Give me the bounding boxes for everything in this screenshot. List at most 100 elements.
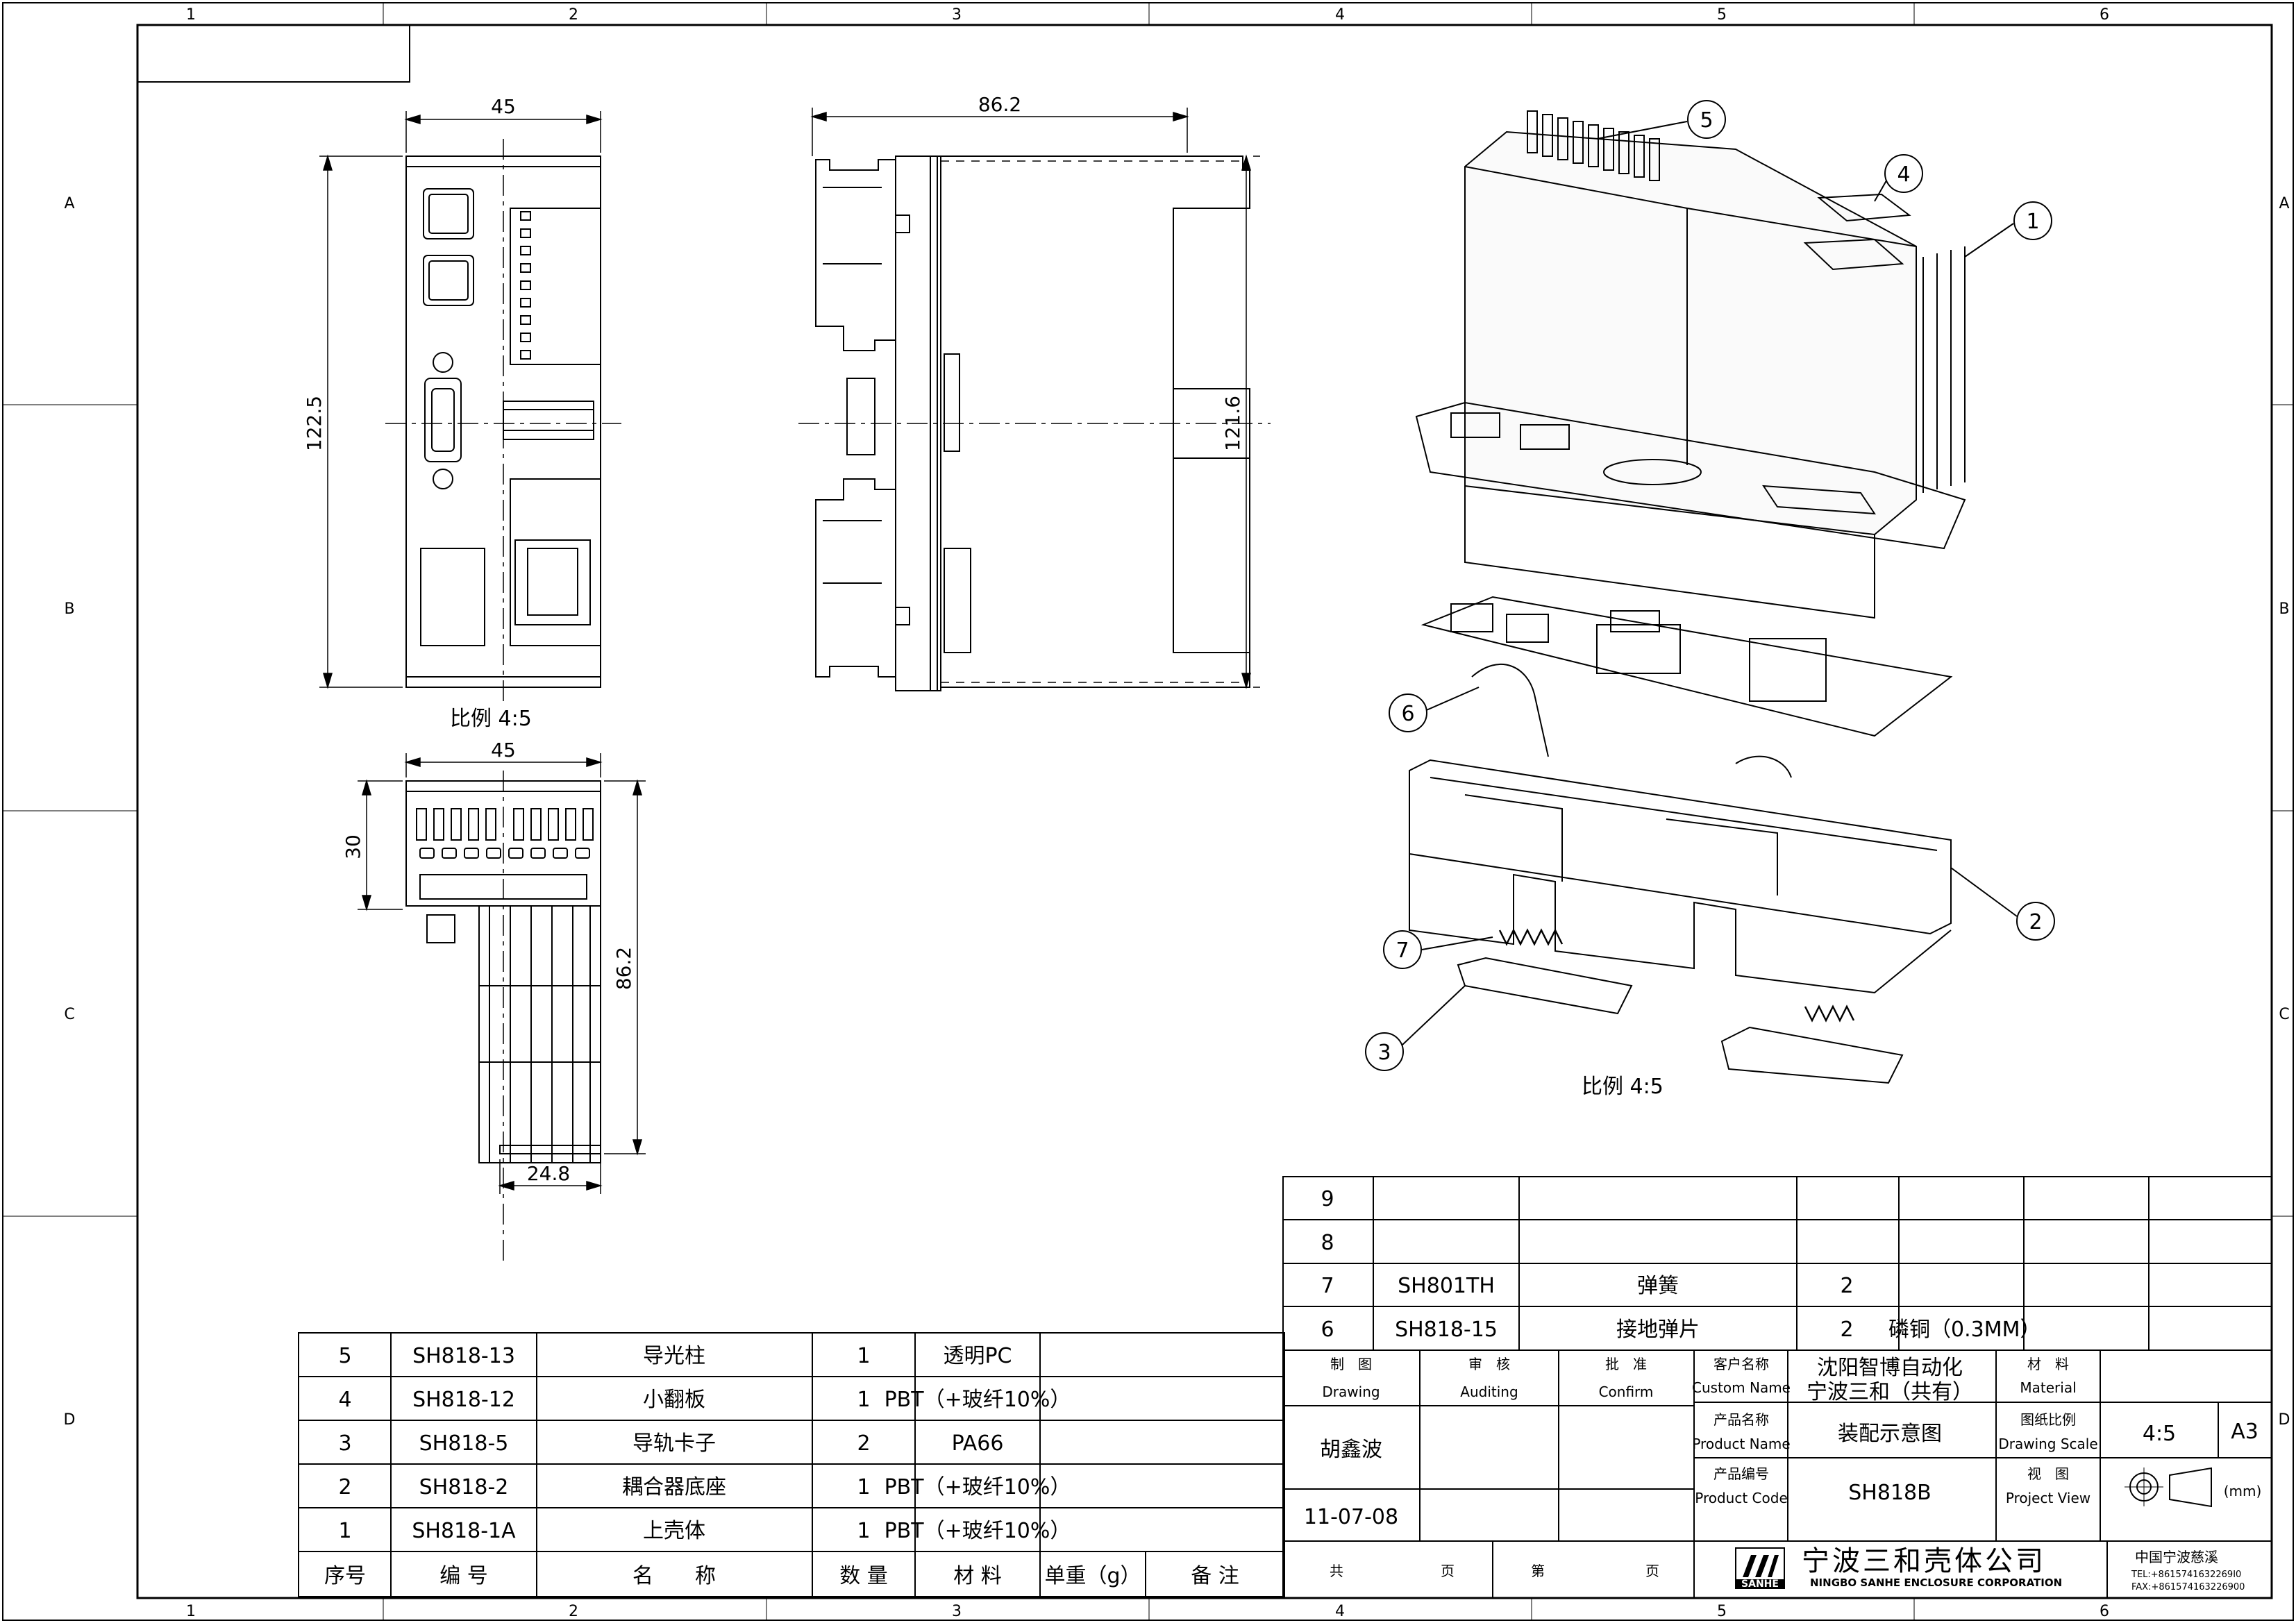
bom-r-no-9: 9	[1321, 1187, 1334, 1211]
top-dim-height: 30	[342, 834, 364, 859]
tb-code-value: SH818B	[1848, 1481, 1931, 1505]
bom-r-qty-6: 2	[1840, 1318, 1853, 1342]
tb-sheet-size: A3	[2231, 1420, 2259, 1444]
company-name-cn: 宁波三和壳体公司	[1802, 1545, 2046, 1577]
tb-scale-en: Drawing Scale	[1998, 1436, 2097, 1452]
border-row-labels: A B C D A B C D	[64, 195, 2290, 1429]
bom-header-qty: 数 量	[839, 1564, 888, 1588]
title-block-labels: 制 图 Drawing 审 核 Auditing 批 准 Confirm 胡鑫波…	[1304, 1356, 2261, 1579]
side-view-dimensions	[810, 108, 1260, 689]
company-location: 中国宁波慈溪	[2135, 1549, 2218, 1565]
front-view-dimensions	[319, 111, 603, 689]
top-dim-bottom: 24.8	[527, 1162, 570, 1185]
balloon-7-label: 7	[1396, 939, 1409, 963]
balloon-3-label: 3	[1377, 1041, 1391, 1065]
row-label-d-right: D	[2279, 1411, 2290, 1429]
col-label-6-bottom: 6	[2100, 1603, 2109, 1620]
balloon-3	[1365, 1032, 1404, 1071]
bom-r-no-6: 6	[1321, 1318, 1334, 1342]
bom-header-weight: 单重（g）	[1044, 1564, 1141, 1588]
top-view-dimensions	[358, 753, 646, 1194]
bom-left-rows: 5 SH818-13 导光柱 1 透明PC 4 SH818-12 小翻板 1 P…	[324, 1344, 1239, 1588]
tb-drawer: 胡鑫波	[1320, 1438, 1382, 1462]
col-label-3-bottom: 3	[952, 1603, 962, 1620]
tb-confirm-cn: 批 准	[1605, 1356, 1647, 1372]
row-label-b-right: B	[2279, 600, 2289, 618]
bom-r-material-6: 磷铜（0.3MM）	[1888, 1318, 2041, 1342]
tb-auditing-en: Auditing	[1460, 1384, 1518, 1400]
bom-l-no-4: 4	[338, 1388, 351, 1412]
front-view	[385, 139, 621, 701]
col-label-4-bottom: 4	[1335, 1603, 1345, 1620]
front-scale-label: 比例 4:5	[450, 707, 532, 731]
bom-l-code-4: SH818-12	[412, 1388, 515, 1412]
title-block	[1282, 1349, 2272, 1599]
tb-code-en: Product Code	[1695, 1490, 1788, 1506]
tb-product-value: 装配示意图	[1838, 1422, 1942, 1446]
tb-auditing-cn: 审 核	[1468, 1356, 1510, 1372]
tb-customer-en: Custom Name	[1692, 1379, 1791, 1396]
col-label-4: 4	[1335, 6, 1345, 24]
bom-l-material-3: PA66	[952, 1431, 1004, 1456]
bom-l-no-1: 1	[338, 1519, 351, 1543]
row-label-d: D	[64, 1411, 76, 1429]
bom-header-no: 序号	[324, 1564, 366, 1588]
balloon-6-label: 6	[1401, 702, 1414, 726]
bom-header-name: 名 称	[632, 1564, 716, 1588]
bom-r-name-6: 接地弹片	[1616, 1318, 1700, 1342]
top-view	[405, 771, 601, 1263]
col-label-1: 1	[186, 6, 196, 24]
balloon-5	[1687, 100, 1726, 139]
bom-l-name-4: 小翻板	[643, 1388, 705, 1412]
bom-header-material: 材 料	[953, 1564, 1002, 1588]
company-fax: FAX:+861574163226900	[2131, 1582, 2245, 1592]
tb-scale-cn: 图纸比例	[2020, 1411, 2076, 1428]
row-label-a: A	[64, 195, 74, 212]
bom-l-code-2: SH818-2	[419, 1475, 509, 1499]
exploded-scale-label: 比例 4:5	[1582, 1075, 1664, 1099]
tb-drawing-cn: 制 图	[1330, 1356, 1372, 1372]
bom-l-name-2: 耦合器底座	[622, 1475, 726, 1499]
bom-r-no-8: 8	[1321, 1231, 1334, 1255]
bom-l-qty-5: 1	[857, 1344, 870, 1368]
balloon-callouts	[1365, 100, 2055, 1071]
tb-date: 11-07-08	[1304, 1505, 1398, 1529]
bom-l-code-1: SH818-1A	[412, 1519, 516, 1543]
sanhe-logo-icon: SANHE	[1735, 1547, 1785, 1590]
tb-drawing-en: Drawing	[1322, 1384, 1380, 1400]
tb-scale-value: 4:5	[2143, 1422, 2176, 1446]
col-label-5: 5	[1717, 6, 1727, 24]
col-label-2-bottom: 2	[569, 1603, 578, 1620]
bom-l-qty-4: 1	[857, 1388, 870, 1412]
tb-confirm-en: Confirm	[1599, 1384, 1654, 1400]
col-label-1-bottom: 1	[186, 1603, 196, 1620]
row-label-c-right: C	[2279, 1006, 2289, 1023]
tb-page2: 页	[1645, 1563, 1659, 1579]
tb-product-cn: 产品名称	[1713, 1411, 1769, 1428]
balloon-4-label: 4	[1897, 162, 1910, 187]
company-name-en: NINGBO SANHE ENCLOSURE CORPORATION	[1810, 1576, 2062, 1589]
tb-page1: 页	[1441, 1563, 1455, 1579]
balloon-numbers: 5 4 1 2 6 7 3	[1377, 108, 2042, 1065]
bom-right-rows: 9 8 7 SH801TH 弹簧 2 6 SH818-15 接地弹片 2 磷铜（…	[1321, 1187, 2041, 1342]
bom-l-qty-1: 1	[857, 1519, 870, 1543]
bom-header-remark: 备 注	[1191, 1564, 1239, 1588]
col-label-6: 6	[2100, 6, 2109, 24]
logo-tag: SANHE	[1741, 1579, 1779, 1590]
bom-l-material-2: PBT（+玻纤10%）	[885, 1475, 1071, 1499]
bom-l-no-5: 5	[338, 1344, 351, 1368]
col-label-3: 3	[952, 6, 962, 24]
exploded-view	[1409, 110, 1966, 1084]
bom-l-code-5: SH818-13	[412, 1344, 515, 1368]
bom-l-code-3: SH818-5	[419, 1431, 509, 1456]
row-label-a-right: A	[2279, 195, 2289, 212]
row-label-b: B	[64, 600, 74, 618]
bom-l-material-5: 透明PC	[943, 1344, 1012, 1368]
balloon-5-label: 5	[1700, 108, 1713, 133]
bom-r-name-7: 弹簧	[1637, 1274, 1679, 1298]
tb-product-en: Product Name	[1692, 1436, 1790, 1452]
bom-l-material-4: PBT（+玻纤10%）	[885, 1388, 1071, 1412]
tb-of: 第	[1531, 1563, 1545, 1579]
